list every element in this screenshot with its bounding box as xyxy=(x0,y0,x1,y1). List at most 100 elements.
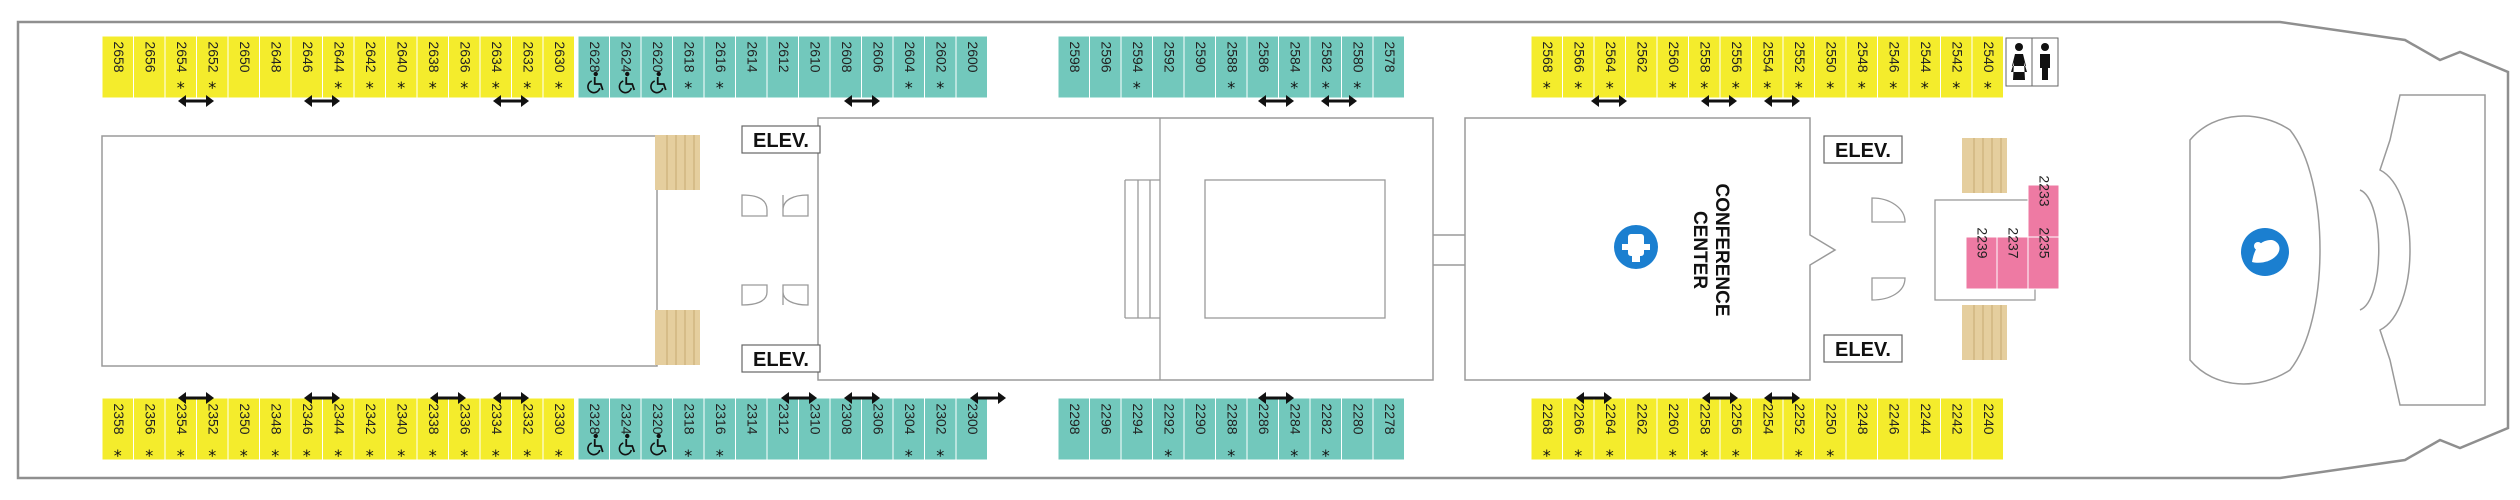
stateroom-2240[interactable] xyxy=(1971,397,2004,461)
stateroom-2268[interactable] xyxy=(1530,397,1563,461)
stateroom-2248[interactable] xyxy=(1845,397,1878,461)
stateroom-2284[interactable] xyxy=(1278,397,1311,461)
suite-2235[interactable] xyxy=(2027,236,2060,290)
suite-2239[interactable] xyxy=(1965,236,1998,290)
stateroom-2640[interactable] xyxy=(385,35,418,99)
stateroom-2602[interactable] xyxy=(924,35,957,99)
stateroom-2578[interactable] xyxy=(1372,35,1405,99)
stateroom-2258[interactable] xyxy=(1688,397,1721,461)
stateroom-2264[interactable] xyxy=(1593,397,1626,461)
stateroom-2628[interactable] xyxy=(577,35,610,99)
stateroom-number: 2644 xyxy=(331,41,347,72)
stateroom-2652[interactable] xyxy=(196,35,229,99)
stateroom-number: 2620 xyxy=(650,41,666,72)
stateroom-2594[interactable] xyxy=(1120,35,1153,99)
stateroom-2608[interactable] xyxy=(829,35,862,99)
stateroom-2350[interactable] xyxy=(227,397,260,461)
stateroom-2636[interactable] xyxy=(448,35,481,99)
stateroom-2318[interactable] xyxy=(672,397,705,461)
stateroom-2320[interactable] xyxy=(640,397,673,461)
stateroom-2582[interactable] xyxy=(1309,35,1342,99)
stateroom-2244[interactable] xyxy=(1908,397,1941,461)
stateroom-2352[interactable] xyxy=(196,397,229,461)
stateroom-2642[interactable] xyxy=(353,35,386,99)
stateroom-2332[interactable] xyxy=(511,397,544,461)
stateroom-2650[interactable] xyxy=(227,35,260,99)
stateroom-2356[interactable] xyxy=(133,397,166,461)
stateroom-2634[interactable] xyxy=(479,35,512,99)
stateroom-2598[interactable] xyxy=(1057,35,1090,99)
stateroom-2566[interactable] xyxy=(1562,35,1595,99)
stateroom-2638[interactable] xyxy=(416,35,449,99)
stateroom-2296[interactable] xyxy=(1089,397,1122,461)
stateroom-2562[interactable] xyxy=(1625,35,1658,99)
stateroom-2260[interactable] xyxy=(1656,397,1689,461)
stateroom-2646[interactable] xyxy=(290,35,323,99)
stateroom-2612[interactable] xyxy=(766,35,799,99)
stateroom-number: 2650 xyxy=(237,41,253,72)
stateroom-2304[interactable] xyxy=(892,397,925,461)
connecting-star-mark: * xyxy=(1669,78,1677,97)
stateroom-2340[interactable] xyxy=(385,397,418,461)
stateroom-2580[interactable] xyxy=(1341,35,1374,99)
stateroom-2614[interactable] xyxy=(735,35,768,99)
stateroom-2330[interactable] xyxy=(542,397,575,461)
stateroom-2604[interactable] xyxy=(892,35,925,99)
stateroom-number: 2562 xyxy=(1634,41,1650,72)
stateroom-number: 2554 xyxy=(1760,41,1776,72)
stateroom-2254[interactable] xyxy=(1751,397,1784,461)
stateroom-2620[interactable] xyxy=(640,35,673,99)
stateroom-2592[interactable] xyxy=(1152,35,1185,99)
stateroom-2610[interactable] xyxy=(798,35,831,99)
stateroom-number: 2320 xyxy=(650,403,666,434)
stateroom-2624[interactable] xyxy=(609,35,642,99)
stateroom-2658[interactable] xyxy=(101,35,134,99)
stateroom-2266[interactable] xyxy=(1562,397,1595,461)
stateroom-2554[interactable] xyxy=(1751,35,1784,99)
stateroom-2314[interactable] xyxy=(735,397,768,461)
stateroom-number: 2334 xyxy=(489,403,505,434)
stateroom-2242[interactable] xyxy=(1940,397,1973,461)
stateroom-2300[interactable] xyxy=(955,397,988,461)
stateroom-2250[interactable] xyxy=(1814,397,1847,461)
stateroom-number: 2642 xyxy=(363,41,379,72)
stateroom-2616[interactable] xyxy=(703,35,736,99)
stateroom-2302[interactable] xyxy=(924,397,957,461)
stateroom-2316[interactable] xyxy=(703,397,736,461)
stateroom-2262[interactable] xyxy=(1625,397,1658,461)
connecting-star-mark: * xyxy=(240,446,248,465)
connecting-door-icon xyxy=(781,392,817,404)
stateroom-2334[interactable] xyxy=(479,397,512,461)
suite-2233[interactable] xyxy=(2027,184,2060,238)
suite-number: 2233 xyxy=(2037,175,2053,206)
stateroom-2246[interactable] xyxy=(1877,397,1910,461)
stateroom-2324[interactable] xyxy=(609,397,642,461)
stateroom-2358[interactable] xyxy=(101,397,134,461)
stateroom-2552[interactable] xyxy=(1782,35,1815,99)
stateroom-2286[interactable] xyxy=(1246,397,1279,461)
stateroom-number: 2602 xyxy=(933,41,949,72)
stateroom-2282[interactable] xyxy=(1309,397,1342,461)
suite-number: 2239 xyxy=(1975,227,1991,258)
connecting-star-mark: * xyxy=(1290,78,1298,97)
stateroom-2278[interactable] xyxy=(1372,397,1405,461)
stateroom-2544[interactable] xyxy=(1908,35,1941,99)
stateroom-2548[interactable] xyxy=(1845,35,1878,99)
stateroom-2558[interactable] xyxy=(1688,35,1721,99)
stateroom-2252[interactable] xyxy=(1782,397,1815,461)
stateroom-2588[interactable] xyxy=(1215,35,1248,99)
stateroom-2540[interactable] xyxy=(1971,35,2004,99)
stateroom-2292[interactable] xyxy=(1152,397,1185,461)
stateroom-2348[interactable] xyxy=(259,397,292,461)
stateroom-2556[interactable] xyxy=(1719,35,1752,99)
stateroom-2298[interactable] xyxy=(1057,397,1090,461)
stateroom-number: 2332 xyxy=(520,403,536,434)
stateroom-2590[interactable] xyxy=(1183,35,1216,99)
stateroom-2564[interactable] xyxy=(1593,35,1626,99)
stateroom-2600[interactable] xyxy=(955,35,988,99)
ship-hull xyxy=(16,20,2510,480)
stateroom-2584[interactable] xyxy=(1278,35,1311,99)
stateroom-2596[interactable] xyxy=(1089,35,1122,99)
stateroom-2290[interactable] xyxy=(1183,397,1216,461)
stateroom-2630[interactable] xyxy=(542,35,575,99)
